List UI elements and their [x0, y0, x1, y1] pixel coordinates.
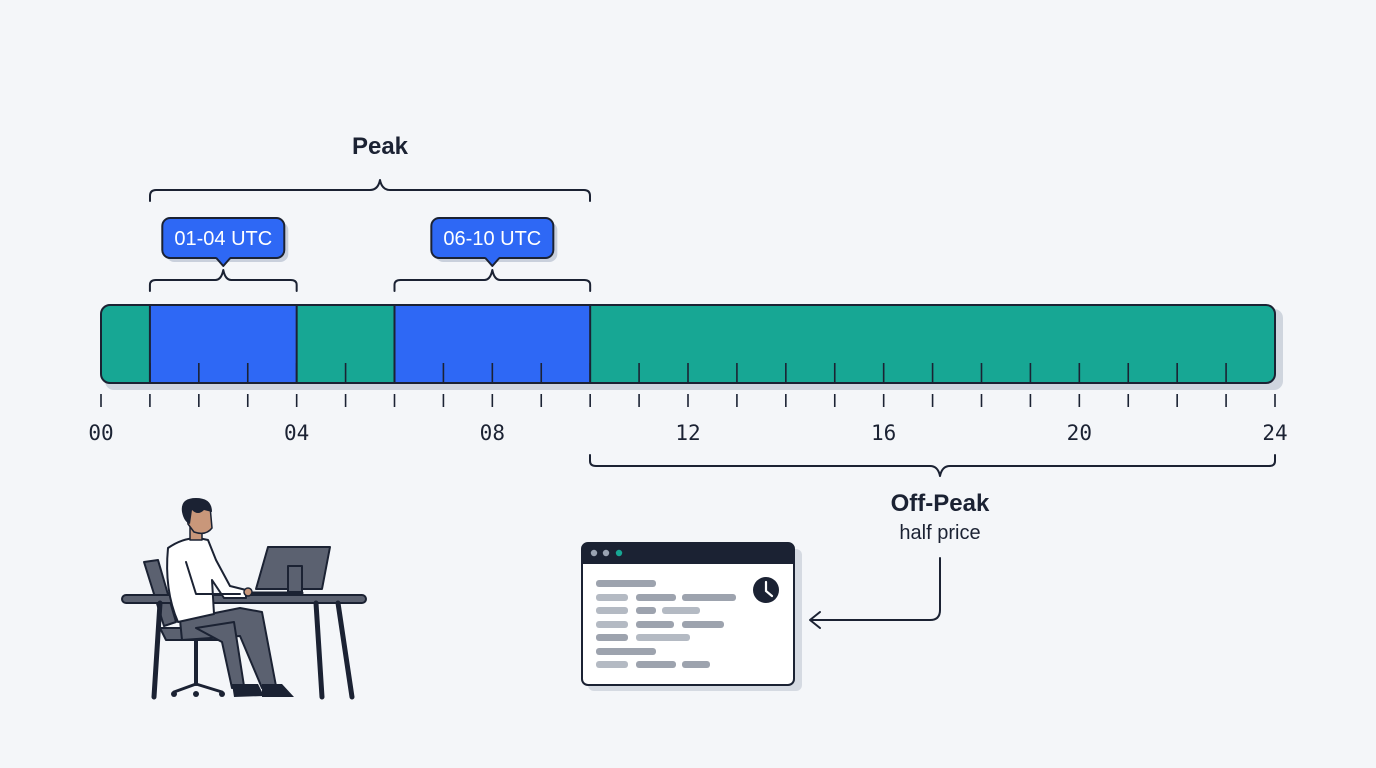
- window-dot-icon: [615, 549, 623, 557]
- window-dot-icon: [590, 549, 598, 557]
- axis-label: 12: [675, 421, 700, 445]
- axis-label: 20: [1067, 421, 1092, 445]
- bar-outline: [100, 304, 1276, 384]
- hour-axis: 00 04 08 12 16 20 24: [88, 394, 1288, 445]
- axis-label: 04: [284, 421, 309, 445]
- peak-brace: [149, 179, 591, 202]
- axis-label: 00: [88, 421, 113, 445]
- offpeak-title: Off-Peak: [891, 490, 990, 517]
- window-bracket: [393, 269, 592, 292]
- offpeak-arrow: [811, 557, 941, 621]
- clock-icon: [753, 577, 779, 603]
- axis-label: 08: [480, 421, 505, 445]
- window-label: 06-10 UTC: [443, 228, 541, 250]
- offpeak-subtitle: half price: [899, 522, 980, 544]
- window-content-placeholder: [596, 580, 736, 668]
- window-pill-pointer-outline: [484, 257, 501, 267]
- window-bracket: [148, 269, 298, 292]
- window-dot-icon: [602, 549, 610, 557]
- peak-label: Peak: [352, 133, 409, 160]
- timeline-bar: [100, 304, 1276, 384]
- axis-label: 24: [1262, 421, 1287, 445]
- axis-label: 16: [871, 421, 896, 445]
- peak-window-segment: [149, 305, 297, 383]
- person-at-desk-icon: [121, 498, 367, 700]
- offpeak-arrow-head: [809, 611, 821, 629]
- window-label: 01-04 UTC: [174, 228, 272, 250]
- window-pill-pointer: [485, 257, 500, 266]
- window-pill-pointer: [216, 257, 231, 266]
- scheduled-job-window-icon: [581, 542, 802, 691]
- window-callouts: 01-04 UTC 06-10 UTC: [148, 217, 592, 292]
- window-pill-pointer-outline: [215, 257, 232, 267]
- offpeak-brace: [589, 454, 1276, 477]
